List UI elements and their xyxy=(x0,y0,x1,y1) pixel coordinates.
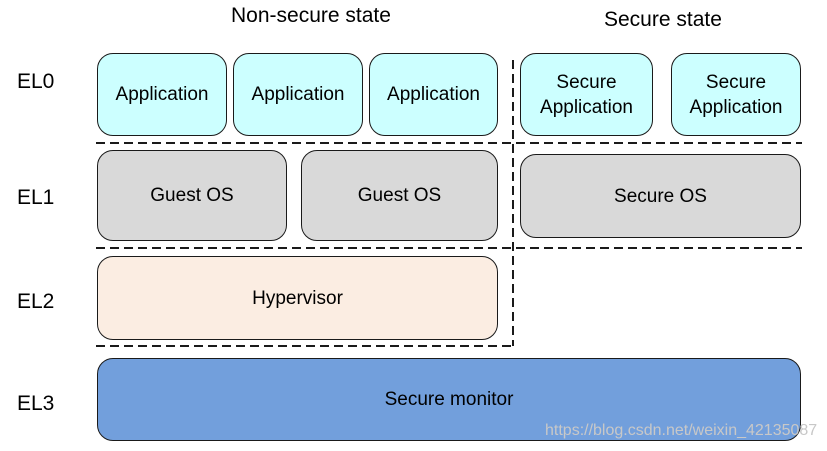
non-secure-state-header: Non-secure state xyxy=(231,4,391,27)
el0-label: EL0 xyxy=(17,70,55,93)
application-label: Application xyxy=(387,84,480,105)
application-box-2: Application xyxy=(233,53,363,136)
guest-os-box-2: Guest OS xyxy=(301,150,498,241)
secure-monitor-label: Secure monitor xyxy=(384,389,514,410)
application-box-1: Application xyxy=(97,53,227,136)
guest-os-label: Guest OS xyxy=(150,185,234,206)
watermark-text: https://blog.csdn.net/weixin_42135087 xyxy=(545,422,818,439)
guest-os-label: Guest OS xyxy=(357,185,442,206)
secure-monitor-box: Secure monitor xyxy=(97,358,801,441)
secure-os-box: Secure OS xyxy=(520,154,801,238)
hypervisor-box: Hypervisor xyxy=(97,256,498,340)
application-label: Application xyxy=(115,84,209,105)
el2-label: EL2 xyxy=(17,290,55,313)
hypervisor-label: Hypervisor xyxy=(252,287,343,309)
el3-label: EL3 xyxy=(17,392,55,415)
el1-label: EL1 xyxy=(17,186,55,209)
secure-state-header: Secure state xyxy=(604,8,722,31)
application-box-3: Application xyxy=(369,53,498,136)
guest-os-box-1: Guest OS xyxy=(97,150,287,241)
secure-os-label: Secure OS xyxy=(614,185,707,207)
application-label: Application xyxy=(251,84,345,105)
